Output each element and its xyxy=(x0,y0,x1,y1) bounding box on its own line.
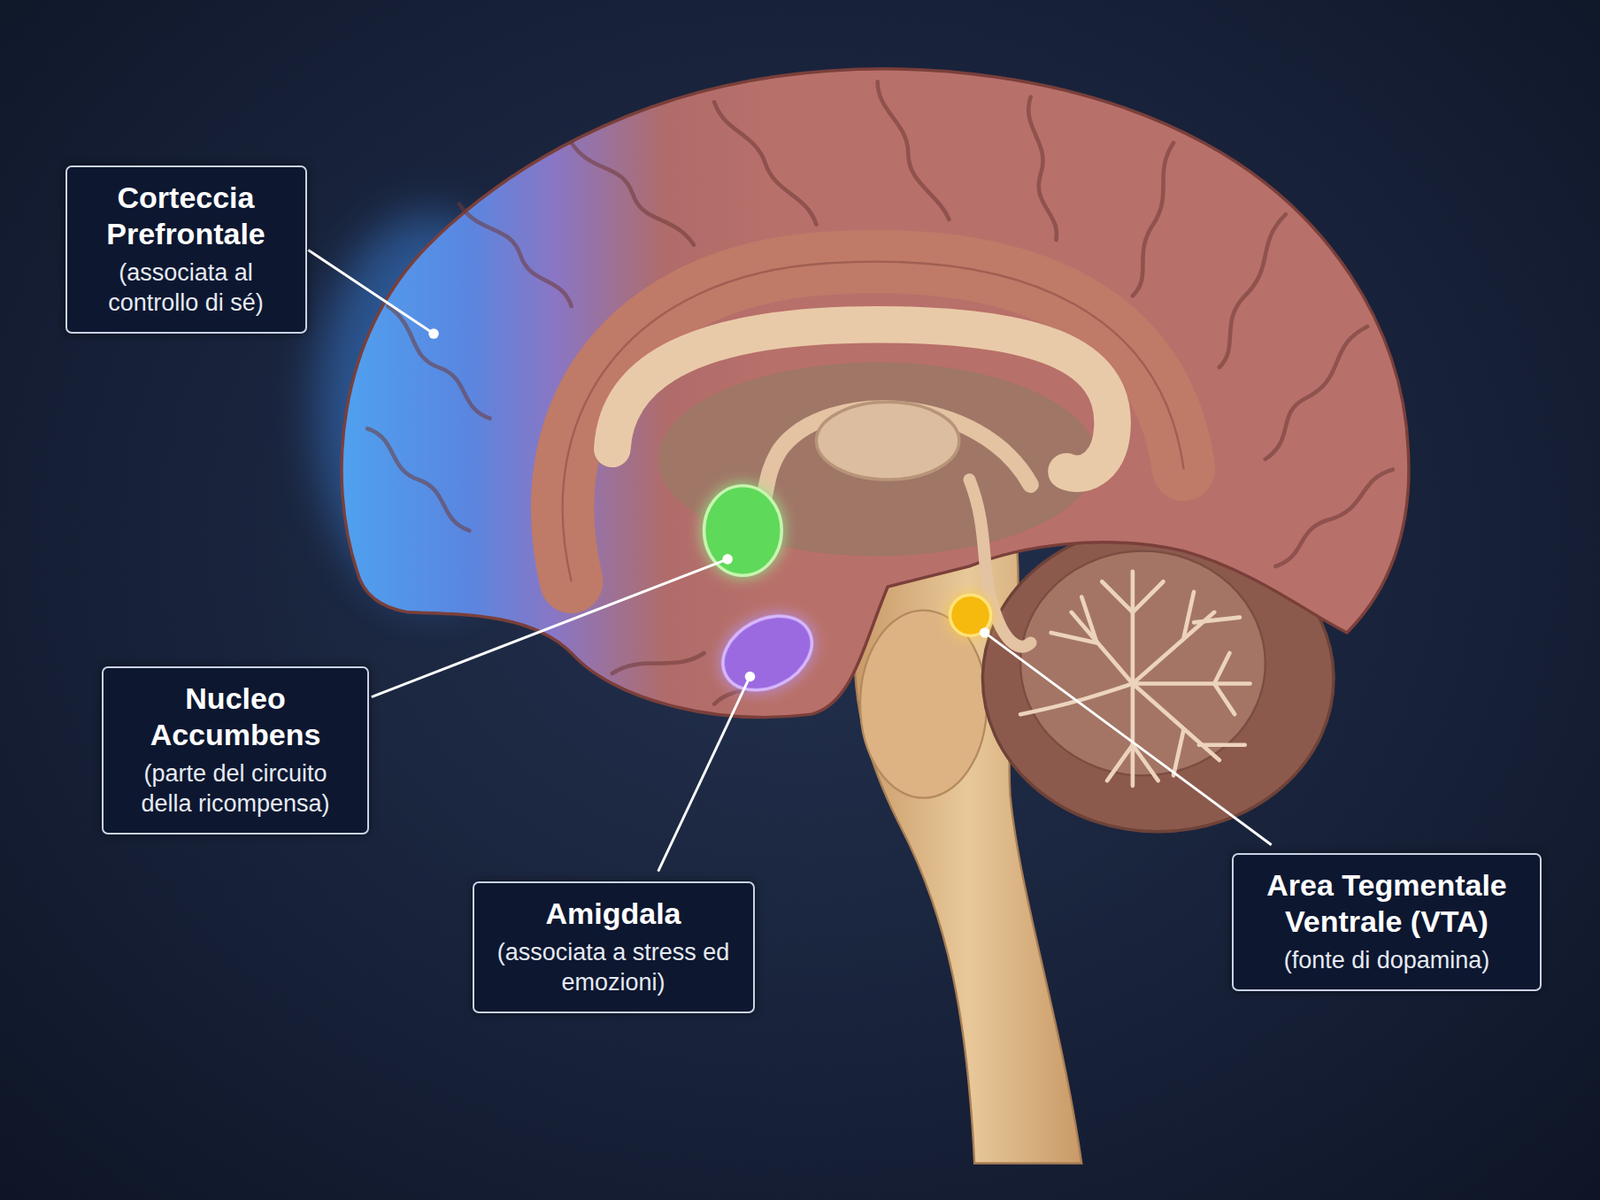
leader-dot xyxy=(979,627,991,639)
leader-dot xyxy=(428,328,439,339)
pons xyxy=(860,610,987,799)
region-name: Corteccia Prefrontale xyxy=(79,179,293,253)
cingulate-gyrus xyxy=(562,261,1185,583)
leader-line xyxy=(371,559,728,698)
amygdala xyxy=(709,600,824,705)
region-name: Amigdala xyxy=(486,895,741,932)
callout-box: Corteccia Prefrontale(associata al contr… xyxy=(65,165,308,334)
region-note: (associata al controllo di sé) xyxy=(79,257,293,318)
nucleus-accumbens xyxy=(704,485,783,576)
cerebrum xyxy=(341,69,1409,718)
leader-line xyxy=(658,676,751,871)
leader-dots xyxy=(428,328,990,682)
region-note: (fonte di dopamina) xyxy=(1246,945,1528,976)
leader-lines xyxy=(307,250,1271,872)
region-note: (associata a stress ed emozioni) xyxy=(486,937,741,998)
leader-line xyxy=(307,250,434,335)
callout-box: Amigdala (associata a stress ed emozioni) xyxy=(472,881,755,1014)
thalamus xyxy=(815,401,959,480)
callout-box: Nucleo Accumbens(parte del circuito dell… xyxy=(101,666,370,835)
region-name: Nucleo Accumbens xyxy=(115,680,355,754)
callout-box: Area Tegmentale Ventrale (VTA) (fonte di … xyxy=(1231,853,1542,992)
leader-dot xyxy=(722,553,733,565)
region-name: Area Tegmentale Ventrale (VTA) xyxy=(1246,867,1528,940)
leader-dot xyxy=(745,671,756,683)
cerebellum-inner xyxy=(1020,551,1266,777)
cingulate-outline xyxy=(562,261,1185,583)
leader-line xyxy=(984,632,1272,846)
arbor-vitae xyxy=(1020,571,1250,786)
region-note: (parte del circuito della ricompensa) xyxy=(115,758,355,819)
gyri xyxy=(367,81,1393,704)
